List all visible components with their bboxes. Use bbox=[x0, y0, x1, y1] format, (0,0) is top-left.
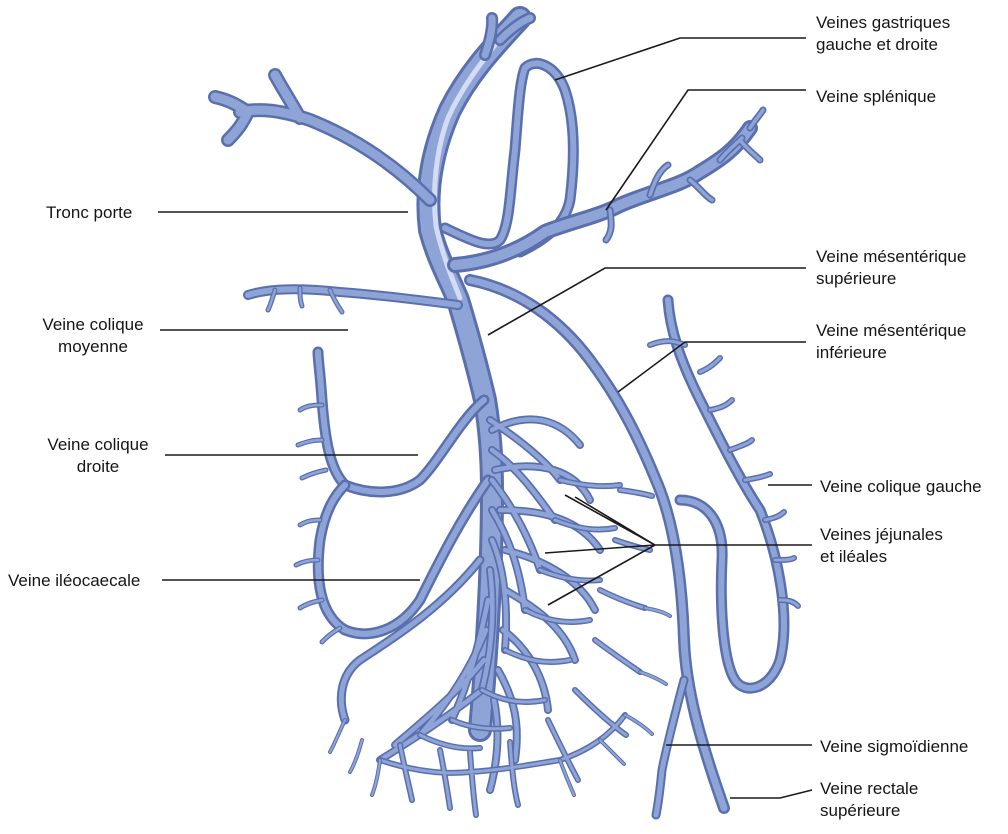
label-veine-colique-moyenne: Veine colique moyenne bbox=[28, 314, 158, 358]
left-hepatic-branches bbox=[215, 18, 530, 200]
veins bbox=[215, 18, 798, 815]
label-veine-rectale-line2: supérieure bbox=[820, 800, 918, 822]
label-veine-colique-droite-line2: droite bbox=[38, 456, 158, 478]
leader-veine-rectale bbox=[730, 790, 812, 798]
label-veine-mesenterique-inferieure: Veine mésentérique inférieure bbox=[816, 320, 966, 364]
label-veines-jejunales-line2: et iléales bbox=[820, 546, 943, 568]
label-veines-gastriques-line1: Veines gastriques bbox=[816, 12, 950, 34]
label-veine-colique-droite-line1: Veine colique bbox=[38, 434, 158, 456]
label-veine-splenique: Veine splénique bbox=[816, 86, 936, 108]
label-veine-mes-sup-line1: Veine mésentérique bbox=[816, 246, 966, 268]
label-veine-colique-gauche: Veine colique gauche bbox=[820, 476, 982, 498]
label-tronc-porte: Tronc porte bbox=[46, 202, 132, 224]
label-veine-mesenterique-superieure: Veine mésentérique supérieure bbox=[816, 246, 966, 290]
label-veine-colique-droite: Veine colique droite bbox=[38, 434, 158, 478]
label-veine-mes-sup-line2: supérieure bbox=[816, 268, 966, 290]
middle-colic-vein bbox=[248, 288, 458, 312]
label-veine-mes-inf-line2: inférieure bbox=[816, 342, 966, 364]
label-veines-jejunales-line1: Veines jéjunales bbox=[820, 524, 943, 546]
label-veine-sigmoidienne: Veine sigmoïdienne bbox=[820, 736, 968, 758]
label-veines-gastriques-line2: gauche et droite bbox=[816, 34, 950, 56]
label-veine-colique-moyenne-line2: moyenne bbox=[28, 336, 158, 358]
label-veine-mes-inf-line1: Veine mésentérique bbox=[816, 320, 966, 342]
label-veine-ileocaecale: Veine iléocaecale bbox=[8, 570, 140, 592]
label-veine-rectale-line1: Veine rectale bbox=[820, 778, 918, 800]
left-colic-vein bbox=[650, 300, 798, 688]
label-veine-colique-moyenne-line1: Veine colique bbox=[28, 314, 158, 336]
label-veines-gastriques: Veines gastriques gauche et droite bbox=[816, 12, 950, 56]
leader-veines-gastriques bbox=[555, 38, 806, 80]
right-colic-vein bbox=[298, 352, 484, 492]
label-veines-jejunales-ileales: Veines jéjunales et iléales bbox=[820, 524, 943, 568]
label-veine-rectale-superieure: Veine rectale supérieure bbox=[820, 778, 918, 822]
